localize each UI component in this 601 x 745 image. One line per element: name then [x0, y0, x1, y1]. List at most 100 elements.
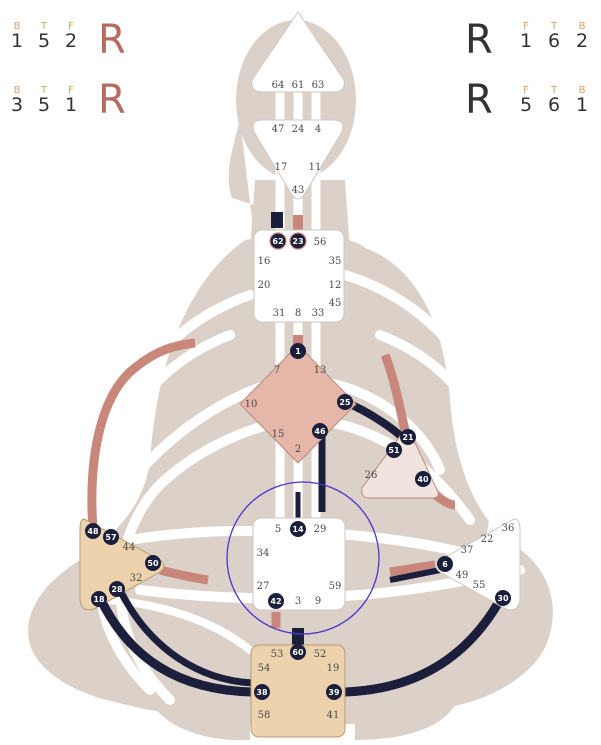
gate-46-active: 46 — [312, 423, 328, 439]
value-f: 1 — [62, 96, 80, 115]
gate-63: 63 — [312, 80, 325, 91]
value-b: 2 — [573, 32, 591, 51]
variable-top-left: B1 T5 F2 R — [8, 20, 138, 62]
gate-48-active: 48 — [85, 523, 101, 539]
gate-31: 31 — [273, 308, 286, 319]
gate-27: 27 — [257, 581, 270, 592]
value-t: 6 — [545, 32, 563, 51]
gate-24: 24 — [292, 124, 305, 135]
gate-14-active: 14 — [290, 521, 306, 537]
gate-43: 43 — [292, 185, 305, 196]
gate-37: 37 — [461, 545, 474, 556]
gate-57-active: 57 — [103, 529, 119, 545]
gate-49: 49 — [456, 570, 469, 581]
svg-text:39: 39 — [328, 688, 340, 697]
value-b: 1 — [573, 96, 591, 115]
variable-mid-left: B3 T5 F1 R — [8, 80, 138, 122]
svg-text:48: 48 — [87, 527, 99, 536]
svg-text:1: 1 — [295, 347, 301, 356]
value-b: 1 — [8, 32, 26, 51]
gate-15: 15 — [272, 429, 285, 440]
svg-text:14: 14 — [292, 525, 304, 534]
gate-56: 56 — [314, 237, 327, 248]
gate-64: 64 — [272, 80, 285, 91]
gate-6-active: 6 — [437, 556, 453, 572]
gate-22: 22 — [481, 534, 494, 545]
value-f: 5 — [517, 96, 535, 115]
gate-41: 41 — [327, 710, 340, 721]
svg-text:21: 21 — [402, 433, 414, 442]
value-t: 6 — [545, 96, 563, 115]
svg-text:42: 42 — [270, 597, 281, 606]
gate-23-active: 23 — [290, 233, 306, 249]
gate-20: 20 — [258, 280, 271, 291]
gate-40-active: 40 — [415, 471, 431, 487]
gate-34: 34 — [257, 548, 270, 559]
svg-text:46: 46 — [314, 427, 326, 436]
gate-18-active: 18 — [91, 591, 107, 607]
gate-9: 9 — [315, 596, 321, 607]
gate-1-active: 1 — [290, 343, 306, 359]
gate-4: 4 — [315, 124, 321, 135]
gate-29: 29 — [314, 524, 327, 535]
gate-5: 5 — [275, 524, 281, 535]
value-b: 3 — [8, 96, 26, 115]
gate-16: 16 — [258, 256, 271, 267]
svg-text:18: 18 — [93, 595, 105, 604]
gate-13: 13 — [314, 365, 327, 376]
gate-32: 32 — [130, 573, 143, 584]
big-letter: R — [98, 80, 126, 120]
gate-11: 11 — [309, 162, 322, 173]
svg-text:57: 57 — [105, 533, 116, 542]
gate-53: 53 — [271, 649, 284, 660]
big-letter: R — [465, 20, 493, 60]
gate-8: 8 — [295, 308, 301, 319]
value-t: 5 — [35, 96, 53, 115]
svg-text:60: 60 — [292, 648, 304, 657]
gate-26: 26 — [365, 470, 378, 481]
gate-44: 44 — [123, 542, 136, 553]
gate-12: 12 — [329, 280, 342, 291]
svg-text:25: 25 — [339, 398, 351, 407]
gate-7: 7 — [274, 365, 280, 376]
gate-47: 47 — [272, 124, 285, 135]
gate-45: 45 — [329, 298, 342, 309]
value-t: 5 — [35, 32, 53, 51]
gate-61: 61 — [292, 80, 305, 91]
svg-text:23: 23 — [292, 237, 303, 246]
gate-35: 35 — [329, 256, 342, 267]
svg-text:62: 62 — [272, 237, 283, 246]
gate-51-active: 51 — [386, 442, 402, 458]
gate-10: 10 — [245, 399, 258, 410]
gate-58: 58 — [258, 710, 271, 721]
gate-52: 52 — [314, 649, 327, 660]
gate-42-active: 42 — [268, 593, 284, 609]
gate-39-active: 39 — [326, 684, 342, 700]
gate-17: 17 — [275, 162, 288, 173]
svg-text:38: 38 — [256, 688, 268, 697]
gate-38-active: 38 — [254, 684, 270, 700]
gate-36: 36 — [502, 523, 515, 534]
svg-text:50: 50 — [147, 559, 159, 568]
value-f: 1 — [517, 32, 535, 51]
gate-25-active: 25 — [337, 394, 353, 410]
gate-2: 2 — [295, 444, 301, 455]
gate-54: 54 — [258, 663, 271, 674]
gate-55: 55 — [473, 580, 486, 591]
gate-21-active: 21 — [400, 429, 416, 445]
value-f: 2 — [62, 32, 80, 51]
svg-text:6: 6 — [442, 560, 448, 569]
svg-text:30: 30 — [497, 594, 509, 603]
gate-3: 3 — [295, 596, 301, 607]
gate-30-active: 30 — [495, 590, 511, 606]
big-letter: R — [465, 80, 493, 120]
svg-text:51: 51 — [388, 446, 400, 455]
gate-59: 59 — [329, 581, 342, 592]
big-letter: R — [98, 20, 126, 60]
gate-50-active: 50 — [145, 555, 161, 571]
gate-62-active: 62 — [270, 233, 286, 249]
gate-33: 33 — [312, 308, 325, 319]
